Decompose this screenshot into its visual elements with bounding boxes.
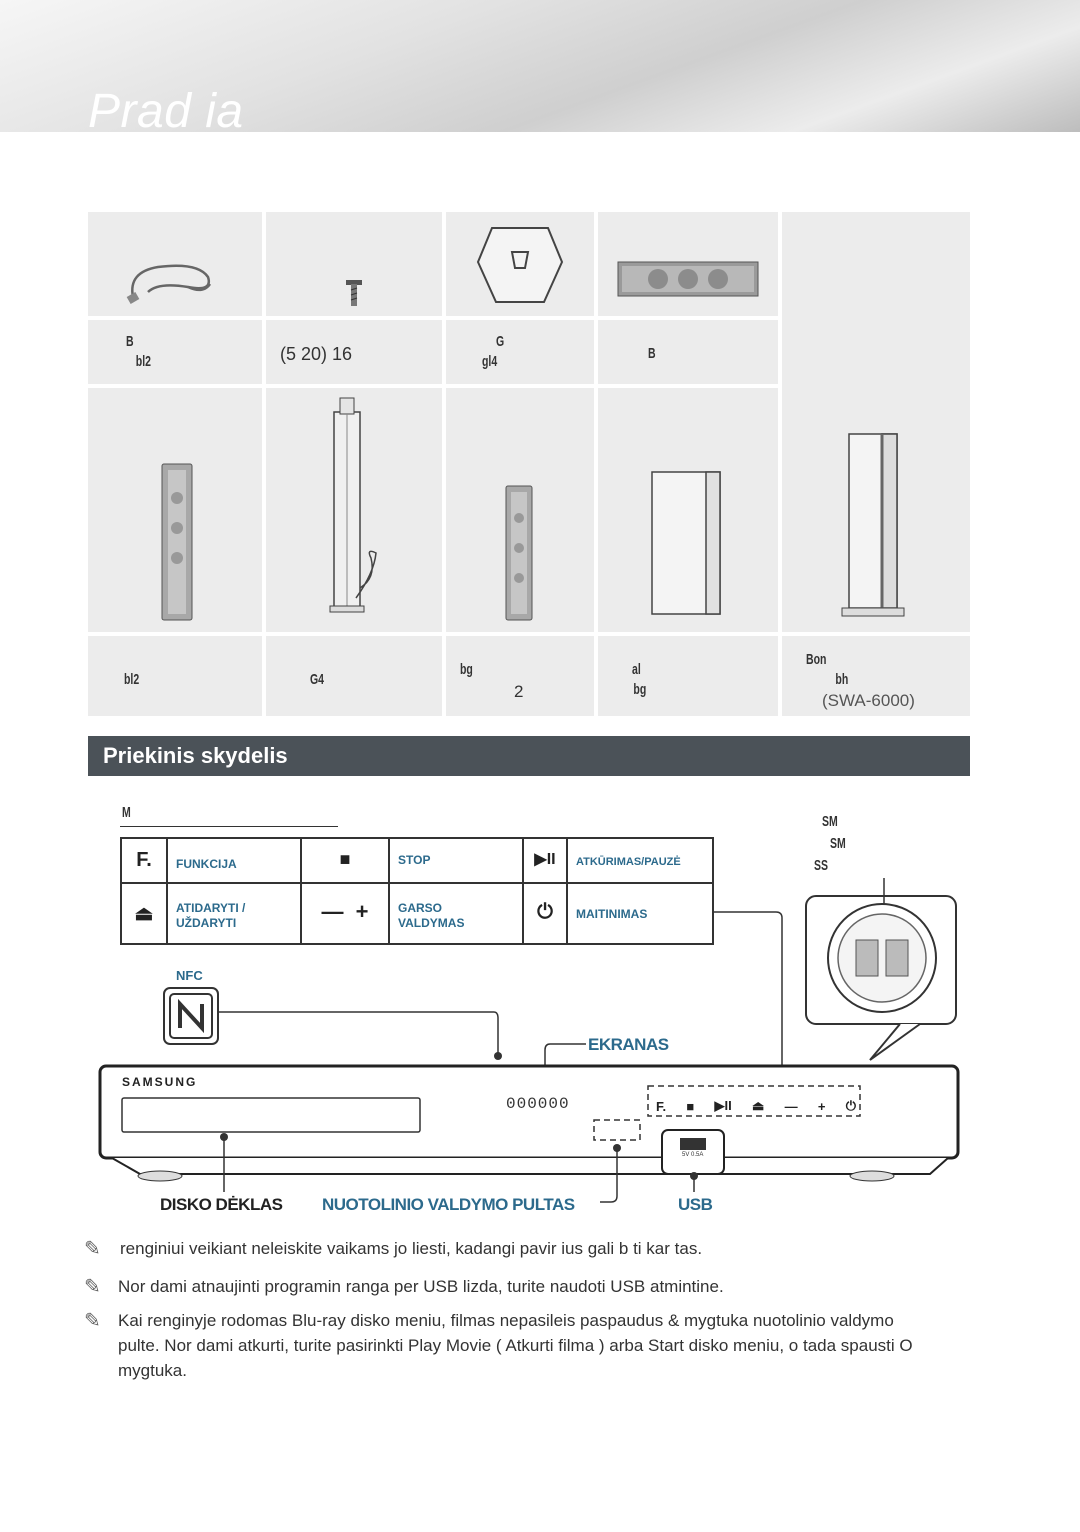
- display-callout: EKRANAS: [588, 1035, 669, 1054]
- volume-down-button[interactable]: —: [784, 1098, 798, 1114]
- note-icon: ✎: [84, 1276, 101, 1298]
- component-image-cell: [88, 212, 262, 316]
- usb-callout: USB: [678, 1195, 713, 1214]
- note-text: Nor dami atnaujinti programin ranga per …: [118, 1277, 724, 1296]
- wireless-label: SS: [814, 857, 829, 874]
- section-header-bar: [88, 736, 970, 776]
- play-pause-label: ATKŪRIMAS/PAUZĖ: [576, 856, 681, 868]
- note-icon: ✎: [84, 1238, 101, 1260]
- brand-logo: SAMSUNG: [122, 1075, 198, 1089]
- heading-underline: [120, 826, 338, 827]
- component-label: Bon: [806, 651, 827, 668]
- component-label: bh: [835, 671, 849, 688]
- disc-tray-callout: DISKO DĖKLAS: [160, 1195, 283, 1214]
- component-image-cell: [598, 212, 778, 316]
- volume-icon: — +: [321, 899, 369, 924]
- play-pause-button[interactable]: ▶II: [714, 1098, 732, 1113]
- component-label: B: [648, 345, 656, 362]
- power-icon: ⏻: [537, 901, 553, 923]
- stop-label: STOP: [398, 853, 431, 867]
- component-label-cell: bg 2: [446, 636, 594, 716]
- component-image-cell: [446, 388, 594, 632]
- front-speaker-icon: [161, 463, 193, 621]
- component-label: bl2: [135, 353, 151, 370]
- nfc-label: NFC: [176, 968, 203, 983]
- component-label: (5 20) 16: [280, 344, 353, 364]
- antenna-cable-icon: [126, 264, 212, 304]
- table-divider: [122, 882, 712, 884]
- component-label: gl4: [482, 353, 498, 370]
- component-image-cell: [598, 388, 778, 632]
- component-label-cell: bl2: [88, 636, 262, 716]
- device-button-row: F. ■ ▶II ⏏ — + ⏻: [656, 1094, 856, 1118]
- center-speaker-icon: [617, 261, 759, 297]
- function-icon: F.: [136, 849, 152, 871]
- power-button[interactable]: ⏻: [845, 1098, 856, 1113]
- table-divider: [300, 839, 302, 943]
- component-label: al: [632, 661, 641, 678]
- component-label: bg: [460, 661, 473, 678]
- remote-sensor-callout: NUOTOLINIO VALDYMO PULTAS: [322, 1195, 575, 1214]
- component-image-cell: [88, 388, 262, 632]
- page-header-banner: [0, 0, 1080, 132]
- power-label: MAITINIMAS: [576, 907, 648, 921]
- component-image-cell: [446, 212, 594, 316]
- component-image-cell: [782, 212, 970, 632]
- surround-speaker-icon: [505, 485, 533, 621]
- volume-label: GARSO VALDYMAS: [398, 901, 465, 930]
- tall-speaker-stand-icon: [329, 397, 377, 613]
- table-divider: [166, 839, 168, 943]
- table-divider: [522, 839, 524, 943]
- component-label-cell: B: [598, 320, 778, 384]
- table-divider: [388, 839, 390, 943]
- component-label: 2: [514, 682, 524, 701]
- wireless-module-icon: [841, 433, 905, 617]
- component-label: bg: [633, 681, 647, 698]
- front-panel-diagram: [98, 878, 960, 1203]
- function-label: FUNKCIJA: [176, 857, 237, 871]
- note-text: Kai renginyje rodomas Blu-ray disko meni…: [118, 1311, 913, 1380]
- note-icon: ✎: [84, 1310, 101, 1332]
- component-label-cell: al bg: [598, 636, 778, 716]
- section-title: Priekinis skydelis: [103, 743, 288, 768]
- model-number: (SWA-6000): [822, 691, 915, 710]
- usb-port-text: 5V 0.5A: [682, 1152, 704, 1158]
- note-text: renginiui veikiant neleiskite vaikams jo…: [120, 1239, 703, 1258]
- function-table: F. FUNKCIJA ■ STOP ▶II ATKŪRIMAS/PAUZĖ ⏏…: [120, 837, 714, 945]
- page-title: Prad ia: [88, 85, 244, 138]
- open-close-label: ATIDARYTI / UŽDARYTI: [176, 901, 246, 930]
- component-label: G: [496, 333, 505, 350]
- component-image-cell: [266, 388, 442, 632]
- stop-icon: ■: [339, 849, 351, 869]
- screw-icon: [346, 280, 362, 306]
- speaker-stand-base-icon: [476, 227, 564, 303]
- component-label-cell: G4: [266, 636, 442, 716]
- display-readout: 000000: [506, 1095, 570, 1113]
- component-label: B: [126, 333, 134, 350]
- table-divider: [566, 839, 568, 943]
- component-label: G4: [310, 671, 325, 688]
- wireless-label: SM: [822, 813, 838, 830]
- component-label: bl2: [124, 671, 140, 688]
- component-image-cell: [266, 212, 442, 316]
- stop-button[interactable]: ■: [686, 1098, 695, 1114]
- eject-icon: ⏏: [134, 903, 154, 925]
- panel-heading: M: [122, 804, 131, 821]
- subwoofer-icon: [651, 471, 721, 615]
- eject-button[interactable]: ⏏: [752, 1098, 765, 1113]
- play-pause-icon: ▶II: [534, 851, 556, 868]
- component-label-cell: (5 20) 16: [266, 320, 442, 384]
- wireless-label: SM: [830, 835, 846, 852]
- function-button[interactable]: F.: [656, 1098, 667, 1114]
- volume-up-button[interactable]: +: [817, 1098, 826, 1114]
